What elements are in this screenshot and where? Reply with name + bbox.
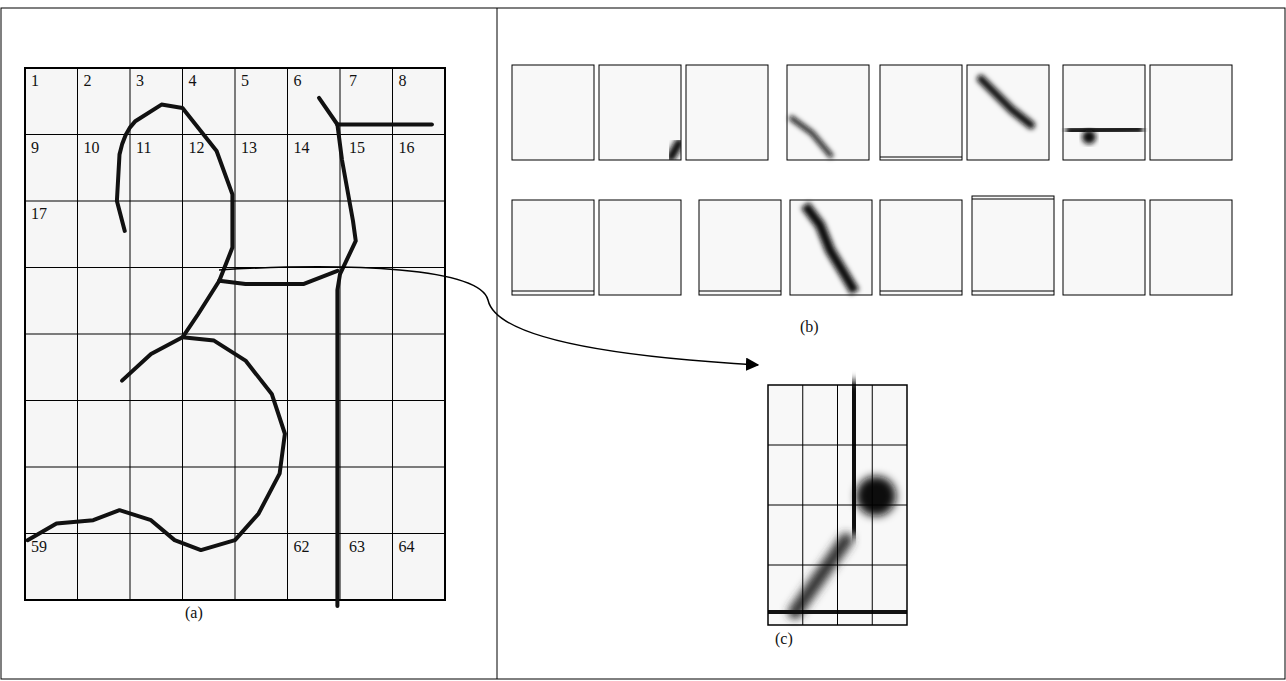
zoomed-cell (768, 385, 907, 625)
cell-number: 10 (84, 139, 100, 157)
cell-number: 9 (31, 139, 39, 157)
cell-number: 14 (294, 139, 310, 157)
cell-grid (25, 68, 445, 600)
outer-frame (1, 8, 1285, 679)
cell-number: 12 (189, 139, 205, 157)
cell-number: 1 (31, 72, 39, 90)
panel-label: (a) (185, 604, 203, 622)
panel-label: (c) (775, 630, 793, 648)
cell-number: 7 (349, 72, 357, 90)
cell-number: 3 (136, 72, 144, 90)
cell-number: 63 (349, 538, 365, 556)
cell-number: 59 (31, 538, 47, 556)
cell-number: 5 (241, 72, 249, 90)
cell-number: 11 (136, 139, 151, 157)
panel-label: (b) (800, 318, 819, 336)
character-strokes (28, 98, 432, 606)
panel-divider (497, 8, 498, 679)
cell-number: 6 (294, 72, 302, 90)
cell-number: 13 (241, 139, 257, 157)
cell-number: 8 (399, 72, 407, 90)
cell-number: 4 (189, 72, 197, 90)
cell-number: 17 (31, 205, 47, 223)
cell-number: 15 (349, 139, 365, 157)
cell-number: 2 (84, 72, 92, 90)
cell-number: 62 (294, 538, 310, 556)
cell-images (512, 65, 1232, 295)
cell-number: 64 (399, 538, 415, 556)
cell-number: 16 (399, 139, 415, 157)
